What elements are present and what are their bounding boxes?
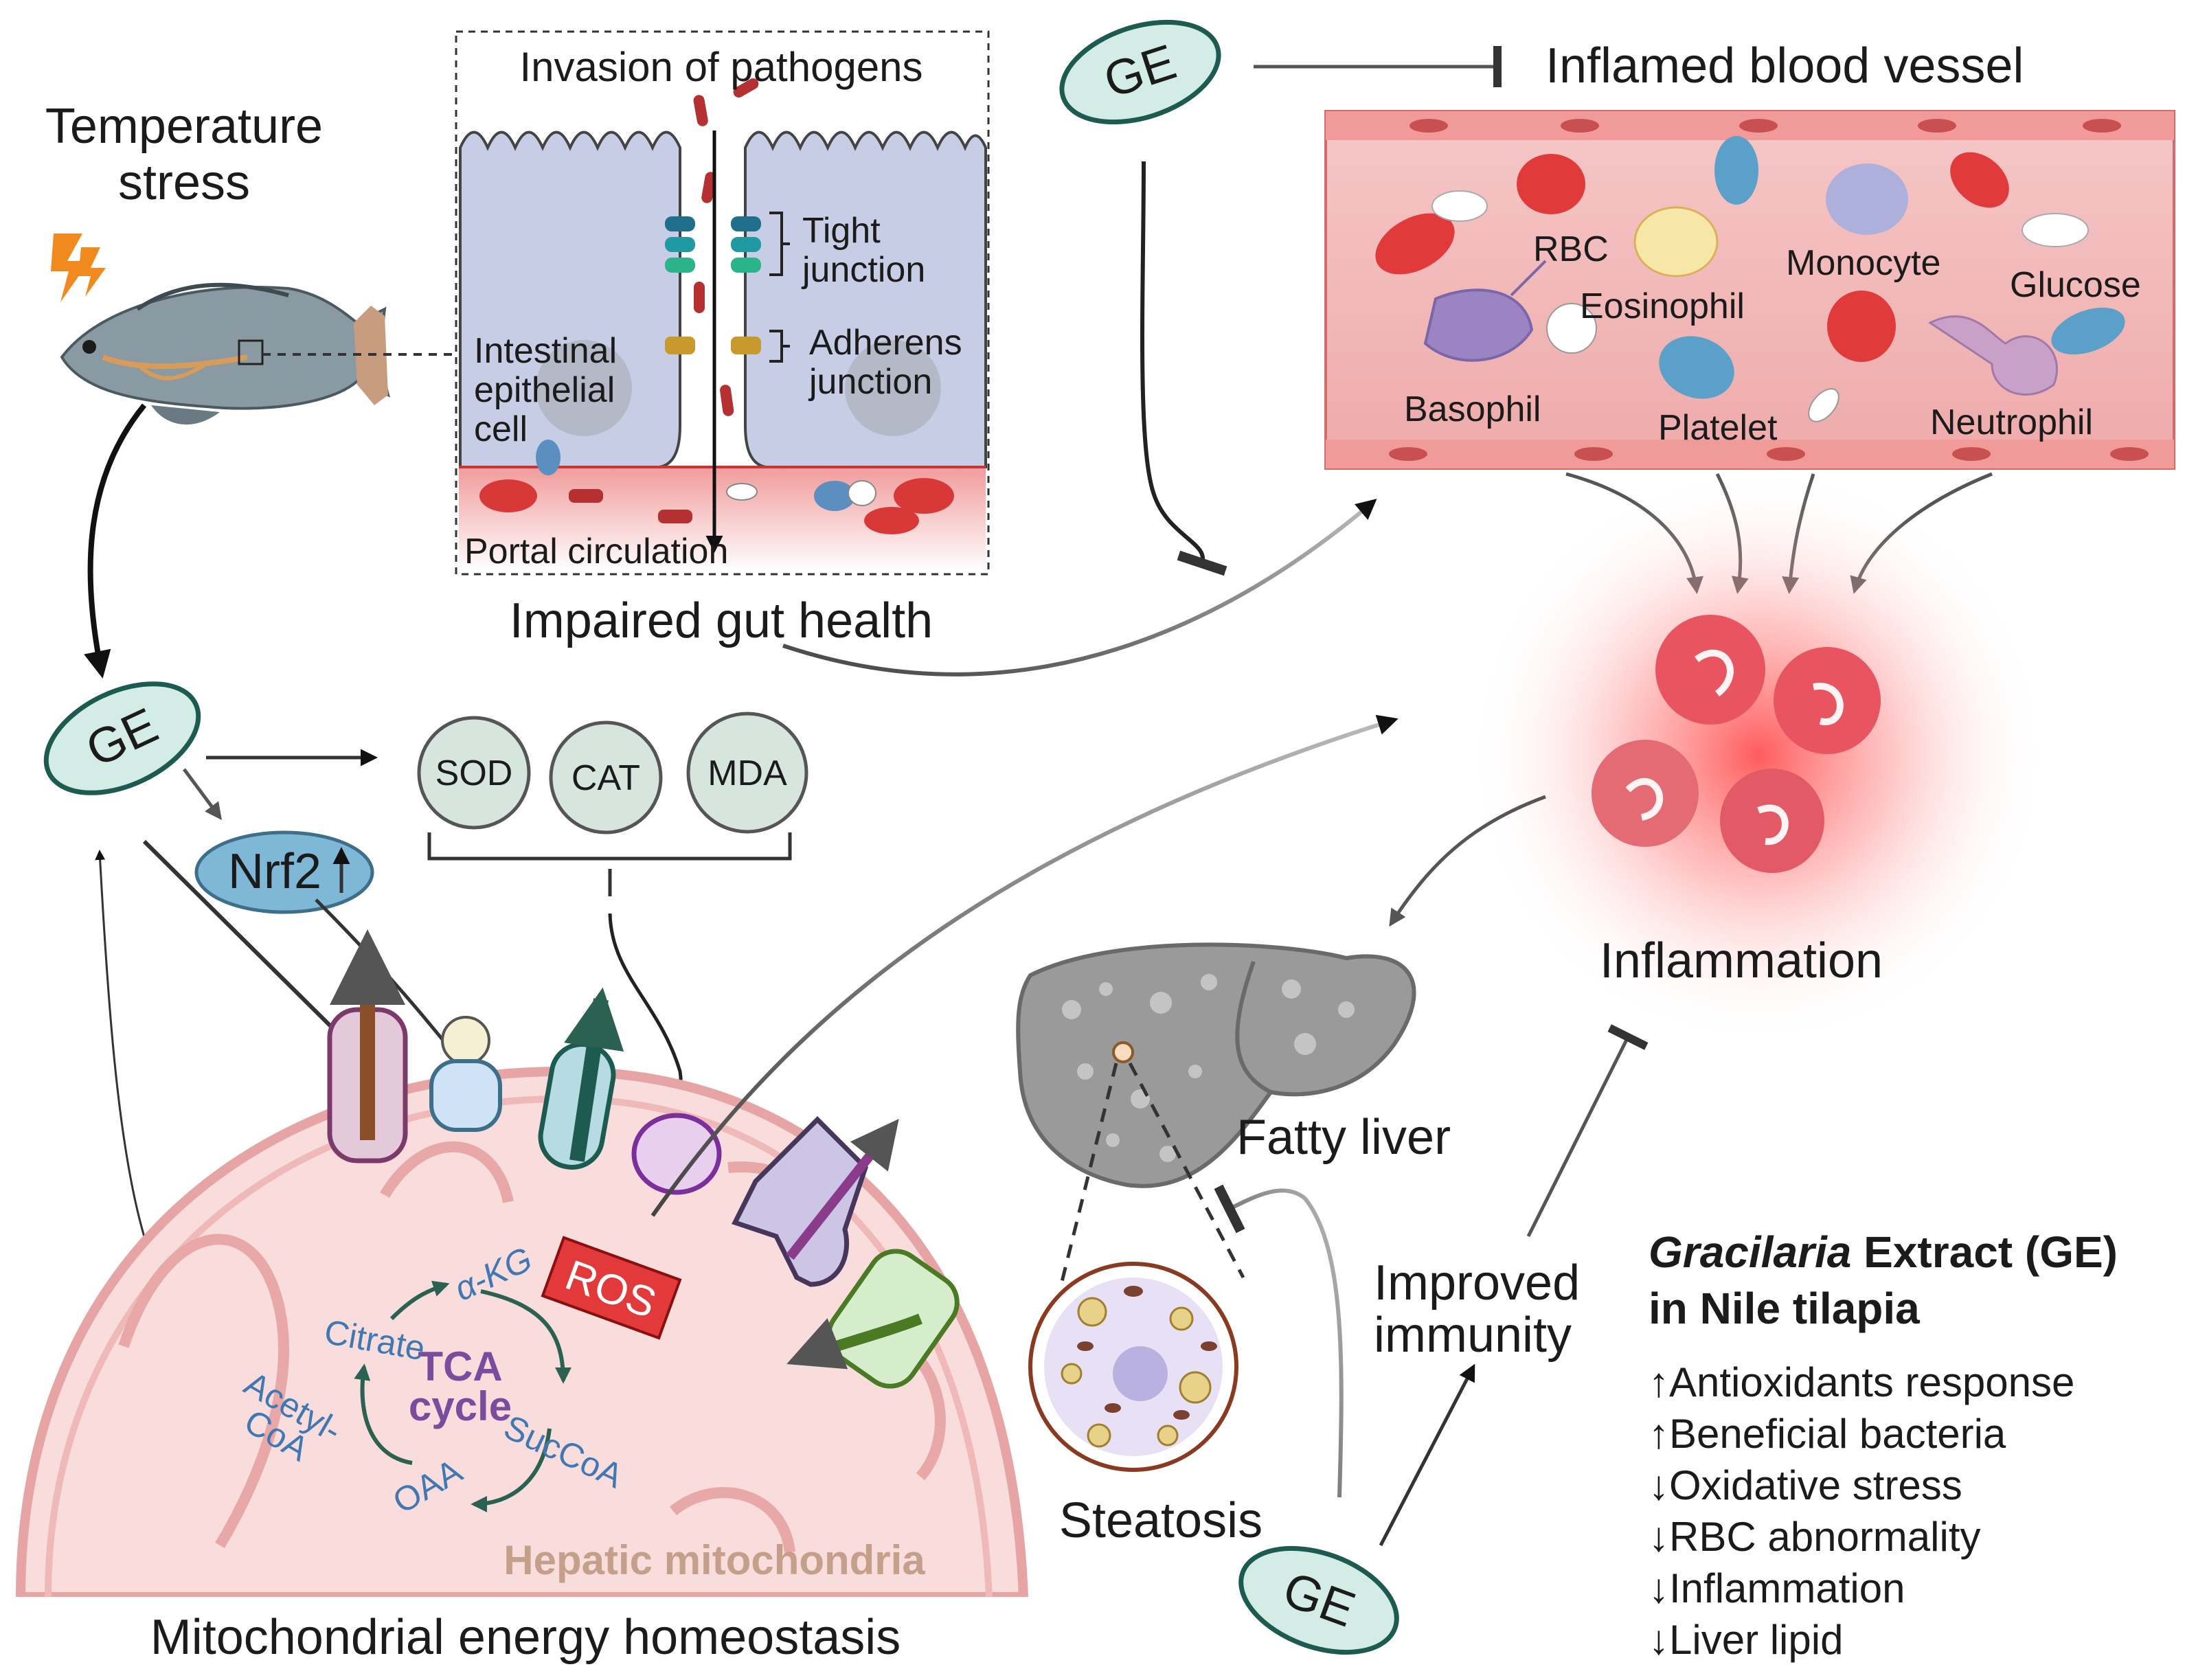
ge-node-left [43, 681, 201, 795]
tight-junction-label-line2: junction [801, 250, 925, 290]
summary-title-rest: Extract (GE) [1851, 1227, 2118, 1277]
ge-inhibits-liver-line [1214, 1184, 1344, 1498]
temperature-stress-label-line1: Temperature [45, 99, 323, 154]
cat-node [549, 720, 663, 835]
impaired-gut-health-caption: Impaired gut health [510, 593, 933, 648]
basophil-label: Basophil [1404, 389, 1541, 429]
liver-panel: Fatty liver Steatosis GE Improved immuni… [1016, 942, 1649, 1655]
portal-circulation-label: Portal circulation [464, 532, 728, 571]
inflammatory-cells-cluster [1592, 615, 1881, 873]
nrf2-node [194, 830, 374, 914]
adherens-junction-label-line2: junction [808, 362, 932, 402]
neutrophil-label: Neutrophil [1930, 402, 2093, 442]
summary-item: ↓Liver lipid [1649, 1617, 1843, 1663]
monocyte-label: Monocyte [1786, 243, 1940, 283]
improved-immunity-line2: immunity [1374, 1308, 1572, 1363]
mda-label: MDA [707, 753, 787, 793]
cat-label: CAT [571, 758, 640, 798]
tca-label-line1: TCA [418, 1343, 502, 1389]
summary-panel: Gracilaria Extract (GE) in Nile tilapia … [1649, 1227, 2118, 1663]
rbc-label: RBC [1533, 229, 1609, 269]
glucose-label: Glucose [2010, 265, 2141, 305]
summary-title-line2: in Nile tilapia [1649, 1284, 1920, 1333]
epithelial-cell-label-line3: cell [474, 409, 528, 449]
eosinophil-label: Eosinophil [1580, 286, 1745, 326]
tilapia-fish-icon [60, 282, 391, 425]
steatosis-icon [1028, 1262, 1238, 1472]
antioxidant-bracket [427, 832, 792, 861]
tight-junction-icon [665, 212, 790, 276]
fatty-liver-icon [1016, 942, 1416, 1188]
ge-node-bottom [1238, 1545, 1399, 1655]
improved-immunity-line1: Improved [1374, 1256, 1580, 1310]
summary-title-italic: Gracilaria [1649, 1227, 1851, 1277]
summary-title-line1: Gracilaria Extract (GE) [1649, 1227, 2118, 1277]
ge-to-nrf2-arrow [182, 768, 222, 821]
nrf2-label: Nrf2 [228, 844, 321, 899]
inflammation-label: Inflammation [1600, 933, 1883, 988]
summary-item: ↓RBC abnormality [1649, 1514, 1981, 1560]
inflamed-blood-vessel-title: Inflamed blood vessel [1546, 38, 2024, 93]
summary-item: ↓Inflammation [1649, 1565, 1905, 1611]
epithelial-cell-label-line2: epithelial [474, 370, 615, 410]
steatosis-label: Steatosis [1059, 1493, 1263, 1548]
hepatic-mitochondria-label: Hepatic mitochondria [503, 1537, 925, 1583]
sod-node [417, 716, 531, 830]
mitochondria-panel: ROS TCA cycle Citrate α-KG Acetyl- CoA S… [0, 714, 1399, 1680]
inflammation-to-liver-arrow [1389, 795, 1546, 927]
gut-to-vessel-arrow [782, 499, 1377, 677]
blood-vessel-panel: GE Inflamed blood vessel [1059, 19, 2175, 594]
summary-item: ↓Oxidative stress [1649, 1462, 1962, 1508]
tight-junction-label-line1: Tight [802, 211, 881, 251]
lightning-icon [51, 234, 106, 302]
membrane-transporter-icons [327, 929, 960, 1389]
mitochondrial-homeostasis-caption: Mitochondrial energy homeostasis [150, 1610, 901, 1665]
inflammation-panel: Inflammation [1389, 467, 2047, 1044]
ge-inhibits-gut-line [1140, 161, 1227, 576]
epithelial-cell-label-line1: Intestinal [474, 331, 617, 371]
fish-to-ge-arrow [84, 403, 147, 679]
adherens-junction-label-line1: Adherens [809, 323, 962, 363]
invasion-of-pathogens-label: Invasion of pathogens [519, 44, 922, 90]
sod-label: SOD [435, 753, 513, 793]
mda-node [686, 712, 808, 834]
summary-item: ↑Antioxidants response [1649, 1359, 2074, 1405]
summary-item: ↑Beneficial bacteria [1649, 1411, 2006, 1457]
temperature-stress-label-line2: stress [118, 155, 250, 210]
ge-node-top [1059, 19, 1221, 125]
immunity-inhibits-inflammation-line [1526, 1024, 1649, 1238]
platelet-label: Platelet [1658, 408, 1778, 448]
temperature-stress-panel: Temperature stress [45, 99, 459, 679]
adherens-junction-icon [665, 330, 790, 363]
ros-to-inflammation-arrow [650, 714, 1399, 1217]
gut-panel: Invasion of pathogens Tight junction Adh… [455, 30, 1377, 677]
tca-label-line2: cycle [409, 1383, 512, 1429]
ge-to-immunity-arrow [1379, 1363, 1475, 1547]
fatty-liver-label: Fatty liver [1236, 1110, 1451, 1165]
